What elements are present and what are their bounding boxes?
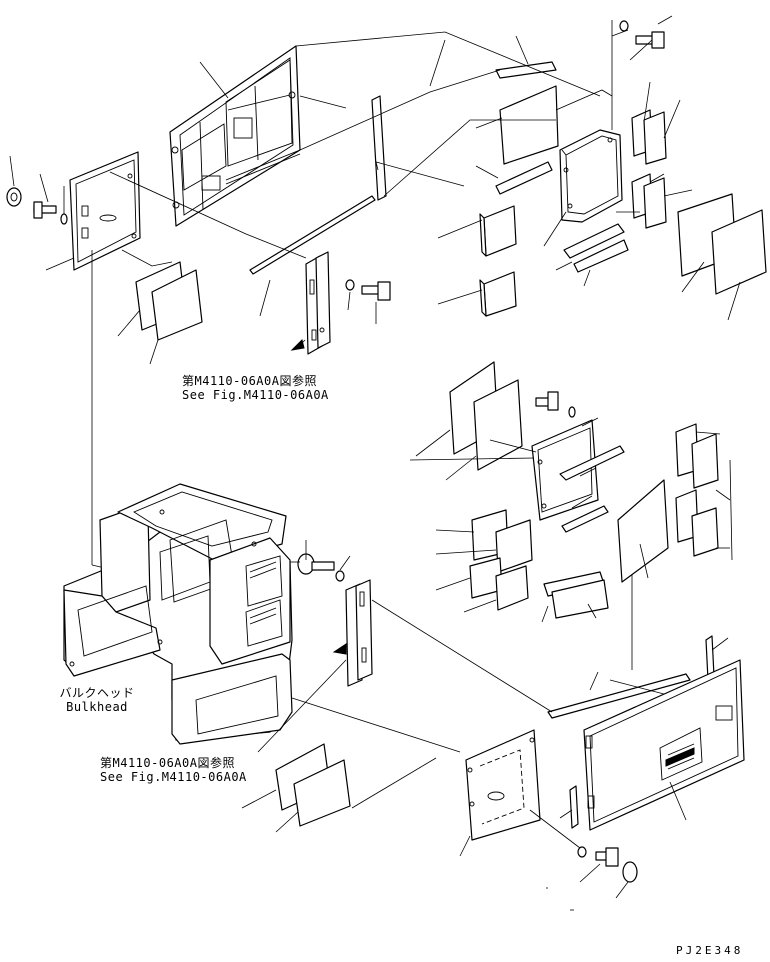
washer-bolt-cap-lower-right <box>577 846 638 883</box>
box-bracket-upper-right <box>559 129 623 223</box>
bracket-lower <box>345 579 373 687</box>
side-panel-lower-right <box>583 659 745 831</box>
washer-bolt-top-right <box>619 20 665 49</box>
inner-panel-lower <box>465 729 541 841</box>
bulkhead-label-jp: バルクヘッド <box>59 686 135 700</box>
leader-lines-lower <box>241 540 729 911</box>
box-bracket-middle-right <box>531 419 669 583</box>
reference-label-upper: 第M4110-06A0A図参照 See Fig.M4110-06A0A <box>182 374 329 402</box>
large-panels-upper-right <box>677 193 767 295</box>
insulation-pads-middle-right <box>449 361 609 619</box>
bolt-washer-middle-right <box>535 391 576 418</box>
washer-bolt-center <box>345 279 391 301</box>
bolt-washer-center-lower <box>297 553 345 582</box>
pad-pair-lower-left <box>275 743 351 827</box>
left-side-panel <box>69 151 141 271</box>
bracket-upper <box>305 251 331 355</box>
strip-seals-lower-right <box>547 635 715 829</box>
bulkhead-label-en: Bulkhead <box>66 700 128 714</box>
small-pads-upper-right <box>631 109 667 229</box>
pad-pair-left <box>135 261 203 341</box>
reference-label-upper-jp: 第M4110-06A0A図参照 <box>182 374 317 388</box>
reference-label-lower: 第M4110-06A0A図参照 See Fig.M4110-06A0A <box>100 756 247 784</box>
arrow-upper <box>290 339 306 351</box>
bulkhead <box>63 483 293 745</box>
insulation-pads-upper-right <box>479 61 559 317</box>
reference-label-lower-en: See Fig.M4110-06A0A <box>100 770 247 784</box>
reference-label-lower-jp: 第M4110-06A0A図参照 <box>100 756 235 770</box>
window-frame <box>169 45 301 227</box>
drawing-code: PJ2E348 <box>676 944 744 957</box>
arrow-lower <box>332 643 347 655</box>
bar-pieces-upper-right <box>563 223 629 273</box>
seal-strips <box>225 95 387 275</box>
leader-lines-middle <box>409 417 733 623</box>
leader-lines-upper <box>9 15 741 365</box>
small-pads-middle-right <box>675 423 719 557</box>
bulkhead-label: バルクヘッド Bulkhead <box>52 686 142 714</box>
nut-bolt-washer-left <box>6 187 68 225</box>
reference-label-upper-en: See Fig.M4110-06A0A <box>182 388 329 402</box>
